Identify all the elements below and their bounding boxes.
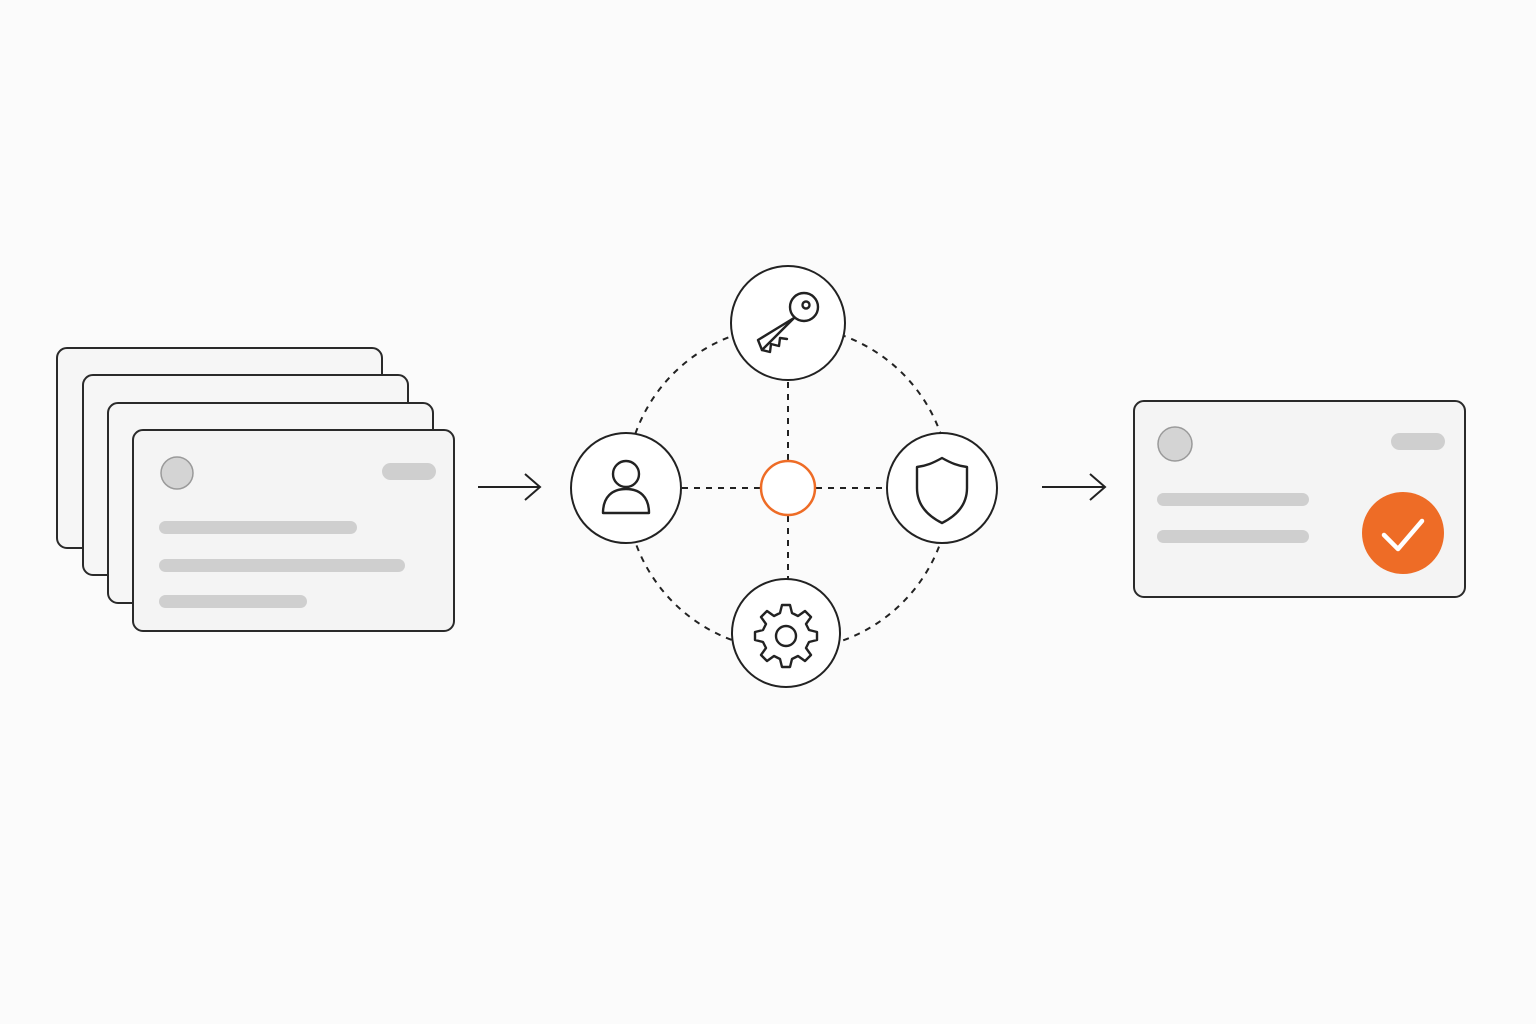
gear-icon <box>753 603 819 669</box>
verification-hub <box>570 265 998 688</box>
shield-icon <box>915 456 969 525</box>
text-line-placeholder <box>1157 493 1309 506</box>
input-card-stack <box>56 347 455 632</box>
gear-node <box>731 578 841 688</box>
arrow-right-icon <box>1042 473 1107 501</box>
avatar-placeholder <box>1157 426 1193 462</box>
key-node <box>730 265 846 381</box>
hub-center-node <box>759 459 817 517</box>
stack-card-front <box>132 429 455 632</box>
text-line-placeholder <box>159 595 307 608</box>
person-node <box>570 432 682 544</box>
text-line-placeholder <box>159 559 405 572</box>
verified-badge <box>1362 492 1444 574</box>
person-icon <box>601 459 651 515</box>
text-line-placeholder <box>1157 530 1309 543</box>
text-line-placeholder <box>159 521 357 534</box>
checkmark-icon <box>1381 518 1425 552</box>
shield-node <box>886 432 998 544</box>
avatar-placeholder <box>160 456 194 490</box>
key-icon <box>756 291 820 354</box>
badge-placeholder <box>1391 433 1445 450</box>
verified-card <box>1133 400 1466 598</box>
arrow-right-icon <box>478 473 542 501</box>
badge-placeholder <box>382 463 436 480</box>
